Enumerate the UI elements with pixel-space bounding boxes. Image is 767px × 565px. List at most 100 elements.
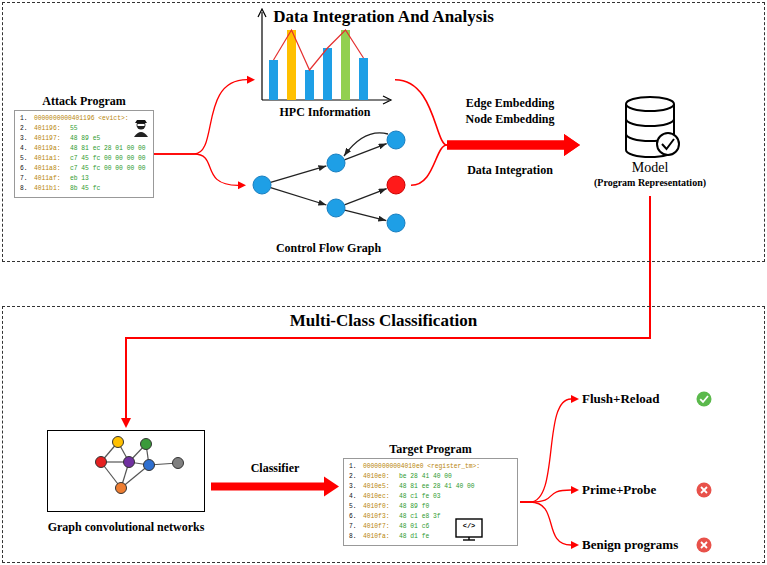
arrow-head [571,541,579,549]
code-line: 4.4010ec:48 c1 fe 03 [349,492,512,502]
result-label: Flush+Reload [582,391,659,407]
connector-arrow [211,477,339,497]
check-icon [696,391,712,407]
region-title: Multi-Class Classification [3,311,764,331]
line-number: 7. [20,174,34,184]
icon-text: </> [461,522,478,530]
code-bytes: 48 d1 fe [399,532,429,542]
model-node: Model(Program Representation) [580,92,720,192]
line-number: 2. [20,124,34,134]
code-bytes: 8b 45 fc [70,184,100,194]
code-line: 1.0000000000401196 <evict>: [20,114,148,124]
database-icon [580,92,720,162]
gcn-illustration [48,431,206,513]
code-address: 4010e5: [363,482,399,492]
connector-arrow [154,154,246,189]
arrow-head [571,395,579,403]
code-line: 1.00000000004010e0 <register_tm>: [349,462,512,472]
connector-line [211,483,324,491]
code-address: 00000000004010e0 <register_tm>: [363,462,480,472]
res-node: Benign programs [582,534,712,556]
code-line: 7.4011af:eb 13 [20,174,148,184]
code-address: 4011a8: [34,164,70,174]
merge-line [411,145,447,185]
code-bytes: 48 01 c6 [399,522,429,532]
connector-arrow [520,395,579,502]
code-line: 3.401197:48 89 e5 [20,134,148,144]
line-number: 1. [349,462,363,472]
code-heading: Attack Program [0,94,173,109]
code-bytes: c7 45 fc 00 00 00 00 [70,154,146,164]
code-bytes: 48 89 f0 [399,502,429,512]
code-address: 0000000000401196 <evict>: [34,114,128,124]
cfg-illustration [246,120,411,256]
connector-line [126,196,650,420]
region-band: Multi-Class ClassificationGraph convolut… [2,306,765,563]
code-address: 4010ec: [363,492,399,502]
connector-arrow [154,76,255,154]
code-line: 5.4010f0:48 89 f0 [349,502,512,512]
arrow-head [571,486,579,494]
connector-line [154,80,247,154]
connector-line [154,154,238,185]
connector-line [447,141,564,150]
arrow-note: Data Integration [465,163,555,178]
code-line: 8.4010fa:48 d1 fe [349,532,512,542]
hpc-node: HPC Information [255,8,395,120]
code-bytes: be 28 41 40 00 [399,472,452,482]
line-number: 8. [20,184,34,194]
code-bytes: 48 81 ec 28 01 00 00 [70,144,146,154]
cross-icon [696,482,712,498]
code-node: Target Program1.00000000004010e0 <regist… [343,458,518,546]
cross-icon [696,537,712,553]
line-number: 7. [349,522,363,532]
arrow-head [247,76,255,84]
region-band: Data Integration And AnalysisAttack Prog… [2,2,765,262]
code-address: 4010fa: [363,532,399,542]
arrow-head [121,418,131,428]
caption-label: Control Flow Graph [236,241,421,256]
code-bytes: 48 89 e5 [70,134,100,144]
model-title: Model [570,160,730,176]
arrow-note: Edge Embedding [464,96,556,111]
caption-label: Graph convolutional networks [38,520,214,535]
arrow-head [324,477,339,497]
monitor-icon [455,518,483,542]
code-bytes: 48 c1 fe 03 [399,492,441,502]
res-node: Flush+Reload [582,388,712,410]
cfg-node: Control Flow Graph [246,120,411,256]
code-address: 4010f3: [363,512,399,522]
code-address: 401197: [34,134,70,144]
code-address: 4010f0: [363,502,399,512]
code-address: 4011b1: [34,184,70,194]
code-line: 5.4011a1:c7 45 fc 00 00 00 00 [20,154,148,164]
code-line: 4.40119a:48 81 ec 28 01 00 00 [20,144,148,154]
code-address: 4010e0: [363,472,399,482]
hacker-icon [131,116,151,138]
line-number: 3. [349,482,363,492]
region-title: Data Integration And Analysis [3,7,764,27]
result-label: Benign programs [582,537,678,553]
result-label: Prime+Probe [582,482,656,498]
line-number: 3. [20,134,34,144]
code-bytes: 55 [70,124,78,134]
code-address: 4011a1: [34,154,70,164]
line-number: 2. [349,472,363,482]
line-number: 8. [349,532,363,542]
arrow-head [564,134,580,156]
code-line: 3.4010e5:48 81 ee 28 41 40 00 [349,482,512,492]
code-bytes: eb 13 [70,174,89,184]
line-number: 5. [20,154,34,164]
model-subtitle: (Program Representation) [570,177,730,188]
code-line: 6.4011a8:c7 45 fc 00 00 00 00 [20,164,148,174]
code-address: 4011af: [34,174,70,184]
hpc-illustration [255,8,395,120]
gcn-node: Graph convolutional networks [47,430,205,512]
connector-line [520,399,571,502]
code-bytes: 48 c1 e8 3f [399,512,441,522]
line-number: 1. [20,114,34,124]
code-address: 40119a: [34,144,70,154]
edge-label: Classifier [249,460,302,475]
code-line: 2.4010e0:be 28 41 40 00 [349,472,512,482]
code-address: 4010f7: [363,522,399,532]
